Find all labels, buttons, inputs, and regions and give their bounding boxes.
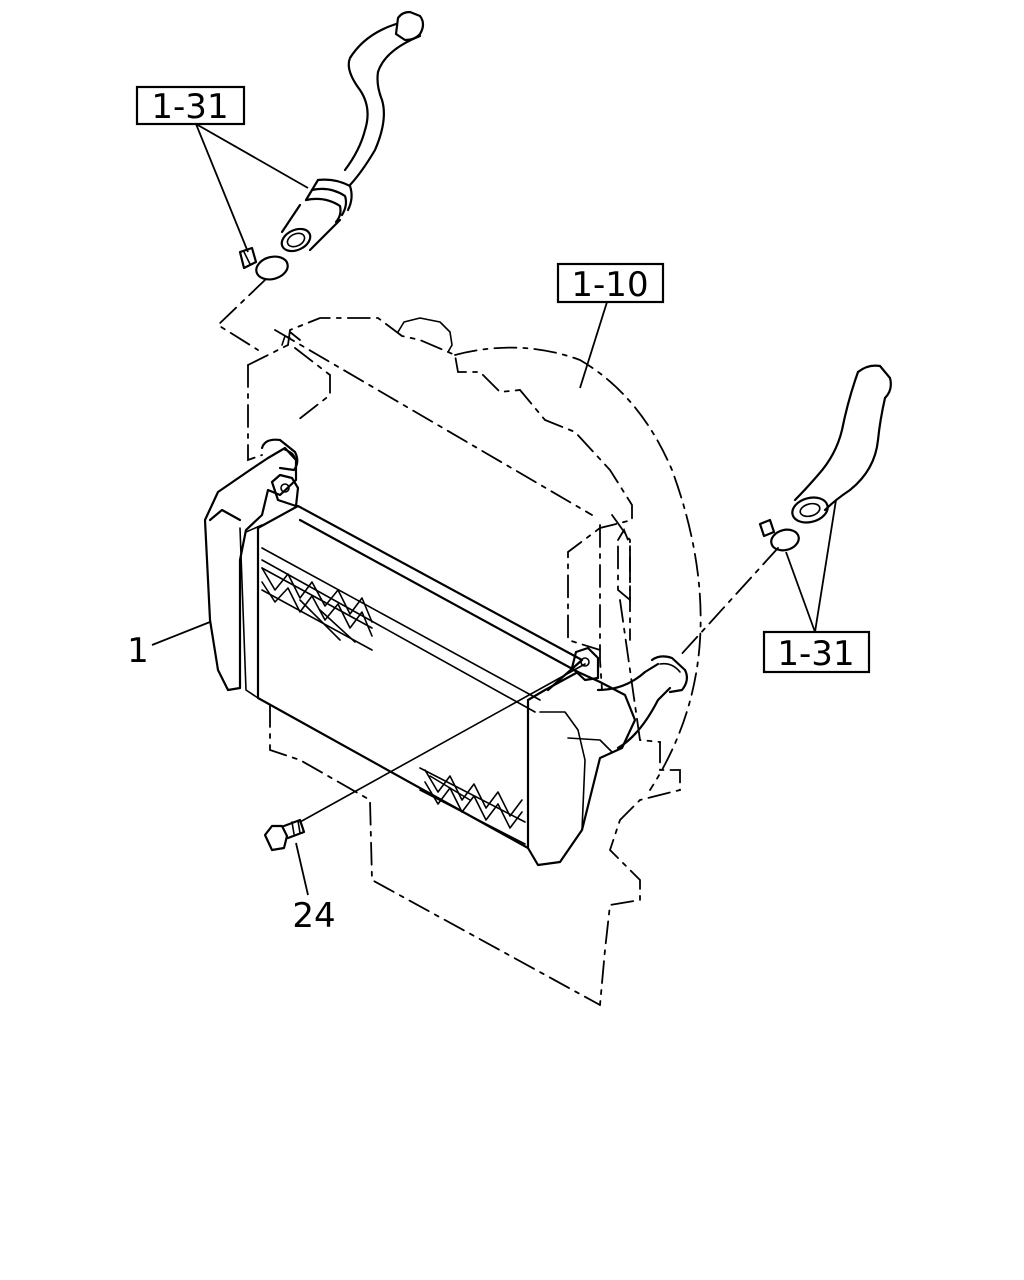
bolt [263,818,306,852]
callout-fan-shroud: 1-10 [556,262,665,305]
callout-hose-lower-label: 1-31 [777,634,854,674]
right-end-tank [526,646,689,867]
callout-intercooler-label: 1 [127,631,149,671]
callout-hose-upper-label: 1-31 [151,87,228,127]
left-end-tank [203,438,300,699]
assembly-lines [216,279,779,823]
callout-bolt-label: 24 [292,896,335,936]
radiator-phantom [247,317,702,1006]
callout-fan-shroud-label: 1-10 [571,265,648,305]
intercooler-core [256,504,584,850]
callout-hose-lower: 1-31 [762,630,871,674]
leader-lines [151,123,837,896]
callout-hose-upper: 1-31 [135,85,246,127]
lower-hose [758,364,892,552]
upper-hose [238,10,425,281]
